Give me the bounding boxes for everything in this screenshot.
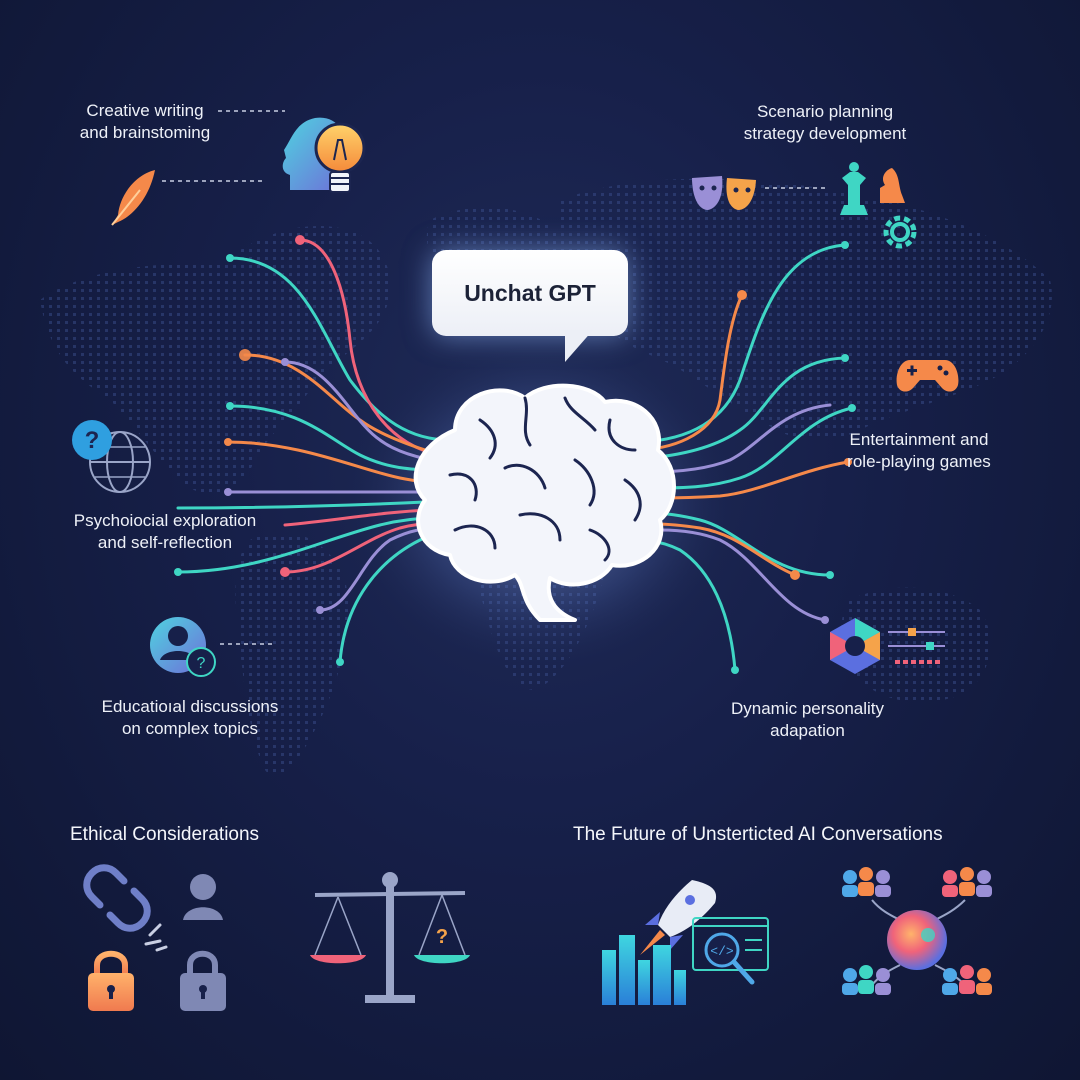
user-question-icon: ? [150,617,216,677]
rocket-icon [640,880,717,955]
chess-knight-icon [840,162,905,215]
balance-scale-icon: ? [310,872,470,1003]
label-line: Scenario planning [756,102,894,121]
page-title: Unchat GPT [464,279,596,306]
title-bubble: Unchat GPT [432,250,628,336]
label-line: role-playing games [847,452,991,471]
question-globe-icon: ? [72,420,151,493]
label-line: on complex topics [121,719,259,738]
gamepad-icon [896,360,959,392]
hexagon-dashboard-icon [830,618,945,674]
label-line: adapation [770,721,845,740]
bubble-tail [565,330,593,362]
label-line: Entertainment and [849,430,989,449]
user-icon [183,874,223,920]
label-line: Psychoiocial exploration [73,511,257,530]
label-line: and brainstoming [79,123,211,142]
code-search-icon: </> [692,917,769,985]
label-educational-discussions: Educatioıal discussions on complex topic… [80,696,300,740]
connection-dots [174,235,856,674]
label-entertainment: Entertainment and role-playing games [833,429,1005,473]
feather-icon [111,170,155,226]
brain-icon [413,383,676,622]
svg-text:?: ? [436,926,448,948]
svg-text:?: ? [197,655,206,672]
theater-masks-icon [692,176,756,210]
network-people-icon [842,867,992,995]
section-title-future: The Future of Unsterticted AI Conversati… [573,824,943,845]
head-lightbulb-icon [282,117,366,193]
label-line: strategy development [743,124,907,143]
section-title-ethical: Ethical Considerations [70,824,260,845]
label-scenario-planning: Scenario planning strategy development [720,101,930,145]
label-dynamic-personality: Dynamic personality adapation [715,698,900,742]
label-psychological-exploration: Psychoiocial exploration and self-reflec… [55,510,275,554]
label-line: Dynamic personality [730,699,885,718]
gear-icon [883,215,917,249]
label-line: Creative writing [86,101,204,120]
svg-text:</>: </> [710,944,734,959]
label-line: Educatioıal discussions [101,697,279,716]
city-skyline-icon [602,935,686,1005]
label-creative-writing: Creative writing and brainstoming [70,100,220,144]
svg-text:?: ? [85,427,100,454]
chain-link-icon [83,864,168,952]
padlock-icon [88,950,226,1011]
label-line: and self-reflection [97,533,233,552]
dashed-connectors [162,110,825,645]
